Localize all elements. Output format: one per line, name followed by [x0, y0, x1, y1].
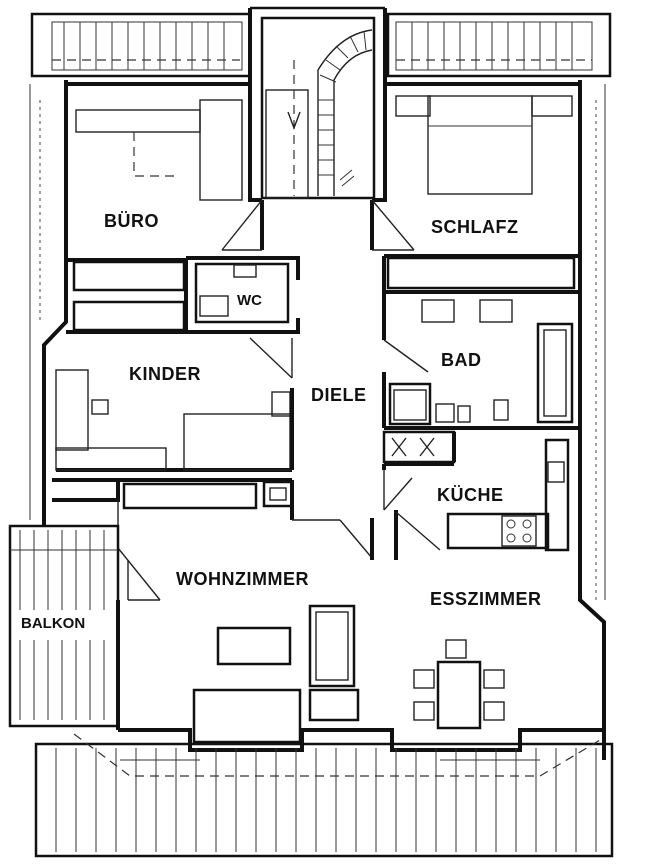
balcony [8, 524, 120, 728]
room-label-schlafz: SCHLAFZ [431, 217, 519, 237]
room-label-wc: WC [237, 292, 262, 309]
room-label-wohnzimmer: WOHNZIMMER [176, 569, 309, 589]
room-label-kueche: KÜCHE [437, 485, 504, 505]
room-label-balkon: BALKON [21, 615, 85, 632]
room-label-buero: BÜRO [104, 211, 159, 231]
room-label-kinder: KINDER [129, 364, 201, 384]
outer-walls [29, 6, 606, 760]
top-right-roof-strip [386, 12, 612, 78]
room-label-esszimmer: ESSZIMMER [430, 589, 542, 609]
room-label-bad: BAD [441, 350, 482, 370]
bottom-terrace [34, 728, 614, 858]
interior-walls [52, 95, 580, 744]
staircase [260, 16, 376, 200]
top-left-roof-strip [30, 12, 252, 78]
room-label-diele: DIELE [311, 385, 367, 405]
